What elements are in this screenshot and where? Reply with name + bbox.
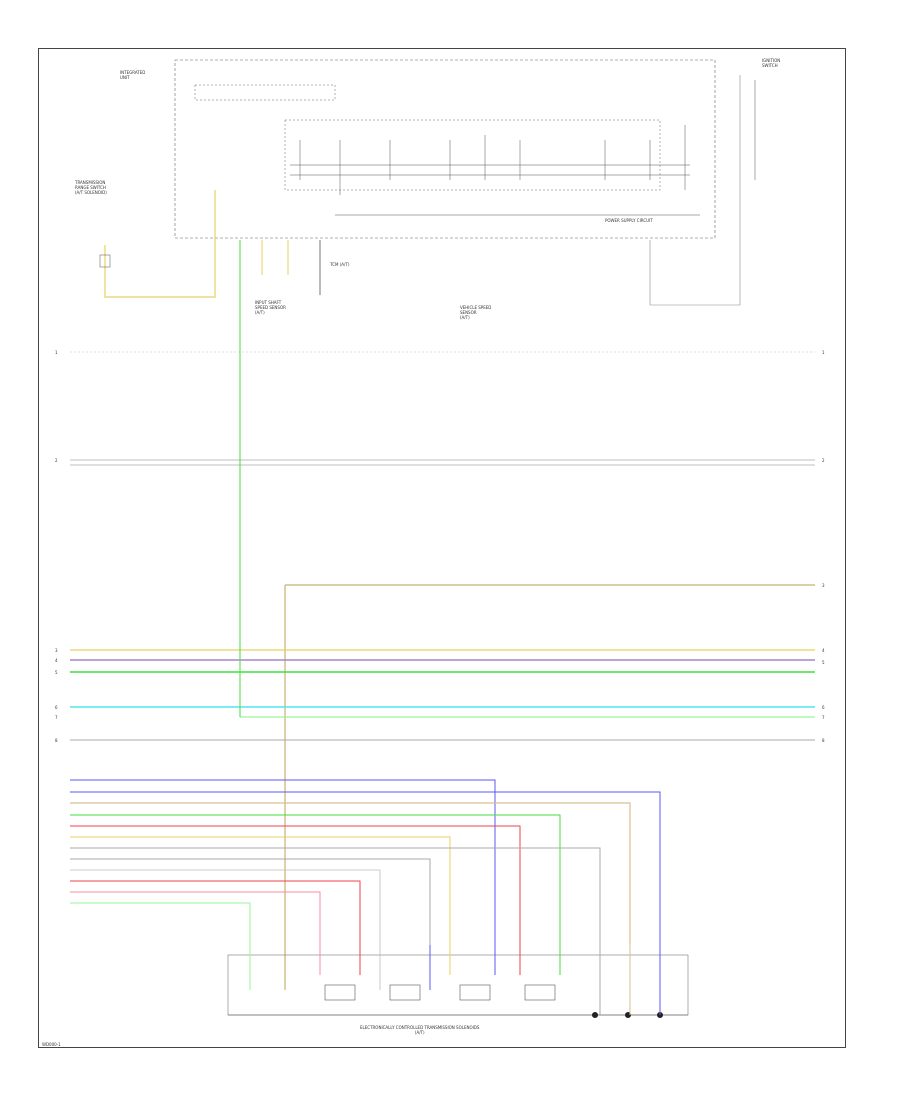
power-supply-circuit-label: POWER SUPPLY CIRCUIT: [605, 218, 653, 223]
bus-label-right: 3: [822, 583, 825, 588]
bus-label-left: 4: [55, 658, 58, 663]
left-sensor-label: TRANSMISSION RANGE SWITCH (A/T SOLENOID): [75, 180, 107, 195]
bus-label-left: 1: [55, 350, 58, 355]
solenoid-block: [227, 954, 689, 1018]
integrated-unit-label: INTEGRATED UNIT: [120, 70, 146, 80]
left-top-connector: [99, 190, 216, 298]
bus-label-left: 6: [55, 705, 58, 710]
integrated-unit-box: [174, 59, 716, 239]
bus-label-right: 4: [822, 648, 825, 653]
bottom-connector-pins: [249, 945, 661, 1015]
bus-label-right: 7: [822, 715, 825, 720]
ignition-switch-label: IGNITION SWITCH: [762, 58, 781, 68]
bus-label-right: 8: [822, 738, 825, 743]
center-sensor-label: INPUT SHAFT SPEED SENSOR (A/T): [255, 300, 286, 315]
bus-lines: [70, 280, 815, 990]
top-center-pins: [239, 240, 321, 295]
bus-label-right: 6: [822, 705, 825, 710]
footer-code: WD000-1: [42, 1042, 61, 1047]
tcm-label: TCM (A/T): [330, 262, 350, 267]
bus-label-left: 3: [55, 648, 58, 653]
bus-label-left: 2: [55, 458, 58, 463]
bus-label-left: 7: [55, 715, 58, 720]
solenoid-wires: [70, 779, 661, 945]
bus-label-right: 2: [822, 458, 825, 463]
bus-label-left: 5: [55, 670, 58, 675]
solenoid-component-label: ELECTRONICALLY CONTROLLED TRANSMISSION S…: [360, 1025, 480, 1035]
diagram-frame: [38, 48, 846, 1048]
bus-label-right: 1: [822, 350, 825, 355]
bus-label-right: 5: [822, 660, 825, 665]
right-sensor-label: VEHICLE SPEED SENSOR (A/T): [460, 305, 492, 320]
bus-label-left: 8: [55, 738, 58, 743]
ignition-switch: [649, 75, 756, 306]
